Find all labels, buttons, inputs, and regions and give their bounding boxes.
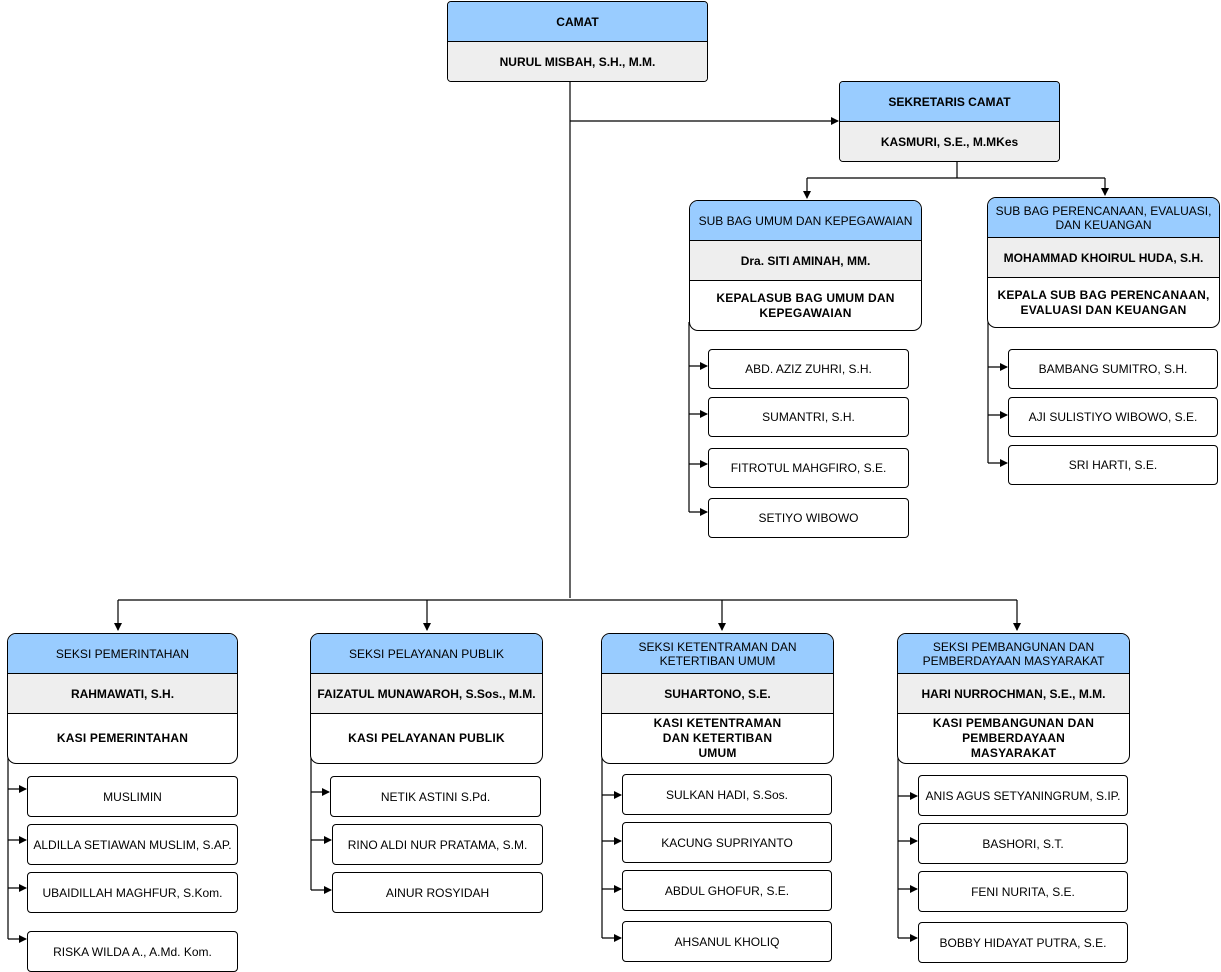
staff-pemerintahan-2: ALDILLA SETIAWAN MUSLIM, S.AP. <box>27 824 238 865</box>
subbag-perencanaan-role: KEPALA SUB BAG PERENCANAAN, EVALUASI DAN… <box>997 287 1210 317</box>
seksi-pelayanan-box: SEKSI PELAYANAN PUBLIK FAIZATUL MUNAWARO… <box>310 633 543 764</box>
seksi-ketentraman-role: KASI KETENTRAMAN DAN KETERTIBAN UMUM <box>653 716 782 760</box>
subbag-umum-name: Dra. SITI AMINAH, MM. <box>690 241 921 281</box>
sekretaris-title: SEKRETARIS CAMAT <box>840 82 1059 122</box>
staff-ketentraman-2: KACUNG SUPRIYANTO <box>622 822 832 863</box>
staff-pemerintahan-4: RISKA WILDA A., A.Md. Kom. <box>27 931 238 972</box>
staff-perencanaan-3: SRI HARTI, S.E. <box>1008 445 1218 485</box>
staff-pemerintahan-1: MUSLIMIN <box>27 776 238 817</box>
seksi-ketentraman-box: SEKSI KETENTRAMAN DAN KETERTIBAN UMUM SU… <box>601 633 834 764</box>
seksi-pemerintahan-box: SEKSI PEMERINTAHAN RAHMAWATI, S.H. KASI … <box>7 633 238 764</box>
staff-pelayanan-1: NETIK ASTINI S.Pd. <box>330 776 541 817</box>
staff-pembangunan-2: BASHORI, S.T. <box>918 823 1128 864</box>
subbag-umum-box: SUB BAG UMUM DAN KEPEGAWAIAN Dra. SITI A… <box>689 200 922 331</box>
staff-pelayanan-3: AINUR ROSYIDAH <box>332 872 543 913</box>
seksi-pembangunan-box: SEKSI PEMBANGUNAN DAN PEMBERDAYAAN MASYA… <box>897 633 1130 764</box>
subbag-umum-role: KEPALASUB BAG UMUM DAN KEPEGAWAIAN <box>716 290 895 320</box>
staff-pelayanan-2: RINO ALDI NUR PRATAMA, S.M. <box>332 824 543 865</box>
subbag-perencanaan-name: MOHAMMAD KHOIRUL HUDA, S.H. <box>988 238 1219 278</box>
staff-umum-4: SETIYO WIBOWO <box>708 498 909 538</box>
seksi-pelayanan-name: FAIZATUL MUNAWAROH, S.Sos., M.M. <box>311 674 542 714</box>
camat-name: NURUL MISBAH, S.H., M.M. <box>448 42 707 81</box>
staff-ketentraman-4: AHSANUL KHOLIQ <box>622 921 832 962</box>
staff-pembangunan-4: BOBBY HIDAYAT PUTRA, S.E. <box>918 922 1128 963</box>
camat-box: CAMAT NURUL MISBAH, S.H., M.M. <box>447 1 708 82</box>
staff-perencanaan-2: AJI SULISTIYO WIBOWO, S.E. <box>1008 397 1218 437</box>
staff-pembangunan-3: FENI NURITA, S.E. <box>918 871 1128 912</box>
staff-umum-1: ABD. AZIZ ZUHRI, S.H. <box>708 349 909 389</box>
seksi-pemerintahan-title: SEKSI PEMERINTAHAN <box>8 634 237 674</box>
camat-title: CAMAT <box>448 2 707 42</box>
subbag-umum-title: SUB BAG UMUM DAN KEPEGAWAIAN <box>690 201 921 241</box>
seksi-pembangunan-name: HARI NURROCHMAN, S.E., M.M. <box>898 674 1129 714</box>
staff-umum-2: SUMANTRI, S.H. <box>708 397 909 437</box>
seksi-pembangunan-role: KASI PEMBANGUNAN DAN PEMBERDAYAAN MASYAR… <box>932 716 1095 760</box>
staff-pemerintahan-3: UBAIDILLAH MAGHFUR, S.Kom. <box>27 872 238 913</box>
staff-ketentraman-1: SULKAN HADI, S.Sos. <box>622 774 832 815</box>
staff-umum-3: FITROTUL MAHGFIRO, S.E. <box>708 448 909 488</box>
subbag-perencanaan-box: SUB BAG PERENCANAAN, EVALUASI, DAN KEUAN… <box>987 197 1220 328</box>
sekretaris-box: SEKRETARIS CAMAT KASMURI, S.E., M.MKes <box>839 81 1060 162</box>
seksi-pembangunan-title: SEKSI PEMBANGUNAN DAN PEMBERDAYAAN MASYA… <box>898 634 1129 674</box>
sekretaris-name: KASMURI, S.E., M.MKes <box>840 122 1059 161</box>
seksi-pelayanan-role: KASI PELAYANAN PUBLIK <box>348 731 505 745</box>
seksi-pemerintahan-role: KASI PEMERINTAHAN <box>56 731 189 745</box>
staff-perencanaan-1: BAMBANG SUMITRO, S.H. <box>1008 349 1218 389</box>
staff-ketentraman-3: ABDUL GHOFUR, S.E. <box>622 870 832 911</box>
seksi-ketentraman-name: SUHARTONO, S.E. <box>602 674 833 714</box>
seksi-ketentraman-title: SEKSI KETENTRAMAN DAN KETERTIBAN UMUM <box>602 634 833 674</box>
seksi-pemerintahan-name: RAHMAWATI, S.H. <box>8 674 237 714</box>
seksi-pelayanan-title: SEKSI PELAYANAN PUBLIK <box>311 634 542 674</box>
staff-pembangunan-1: ANIS AGUS SETYANINGRUM, S.IP. <box>918 775 1128 816</box>
subbag-perencanaan-title: SUB BAG PERENCANAAN, EVALUASI, DAN KEUAN… <box>988 198 1219 238</box>
